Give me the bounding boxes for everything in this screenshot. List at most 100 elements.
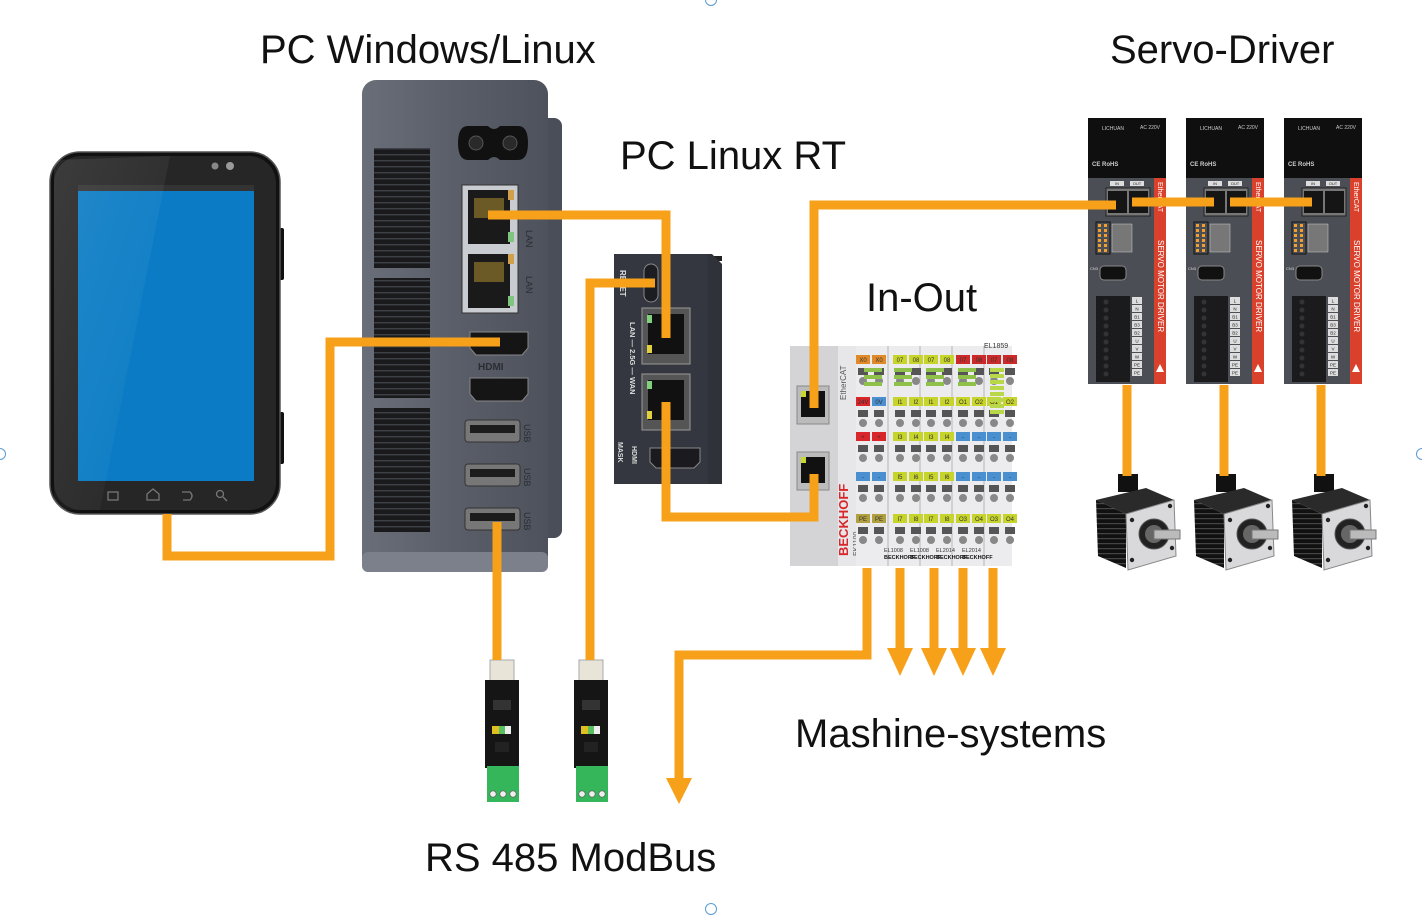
svg-text:07: 07 bbox=[960, 358, 967, 364]
svg-text:I7: I7 bbox=[897, 517, 903, 523]
servo-terminal-label: V bbox=[1331, 347, 1334, 352]
servo-terminal-label: PE bbox=[1134, 363, 1140, 368]
servo-terminal-label: U bbox=[1331, 339, 1334, 344]
svg-text:I5: I5 bbox=[928, 475, 934, 481]
servo-terminal-label: V bbox=[1135, 347, 1138, 352]
svg-text:07: 07 bbox=[897, 358, 904, 364]
io-led bbox=[990, 374, 1004, 378]
servo-terminal-label: L bbox=[1234, 299, 1237, 304]
servo-param-table bbox=[1307, 223, 1329, 253]
arrow-down-icon bbox=[950, 648, 976, 676]
warning-icon bbox=[1156, 364, 1164, 372]
resize-handle-right[interactable] bbox=[1416, 448, 1422, 460]
svg-text:08: 08 bbox=[913, 358, 920, 364]
svg-text:X0: X0 bbox=[859, 358, 867, 364]
servo-terminal-label: B1 bbox=[1330, 315, 1336, 320]
io-terminal-label: O3 bbox=[987, 514, 1001, 544]
servo-param-table bbox=[1209, 223, 1231, 253]
io-terminal-label: - bbox=[972, 432, 986, 462]
servo-terminal-block bbox=[1096, 296, 1130, 382]
io-module-brand: BECKHOFF bbox=[962, 555, 993, 561]
tablet-device bbox=[49, 151, 284, 515]
svg-text:O4: O4 bbox=[975, 517, 984, 523]
svg-text:-: - bbox=[962, 475, 964, 481]
io-terminal-label: + bbox=[856, 432, 870, 462]
io-led bbox=[990, 404, 1004, 408]
svg-text:-: - bbox=[862, 475, 864, 481]
io-terminal-label: I8 bbox=[909, 514, 923, 544]
resize-handle-bottom[interactable] bbox=[705, 903, 717, 915]
svg-text:PE: PE bbox=[875, 517, 883, 523]
svg-text:+: + bbox=[877, 435, 881, 441]
io-led bbox=[958, 368, 976, 372]
servo-terminal-label: B3 bbox=[1330, 323, 1336, 328]
usb-label: USB bbox=[522, 424, 532, 443]
svg-text:I1: I1 bbox=[928, 400, 934, 406]
label-pc-linux-rt: PC Linux RT bbox=[620, 134, 847, 178]
servo-side-label: SERVO MOTOR DRIVER bbox=[1156, 240, 1165, 332]
servo-cn3-port bbox=[1099, 265, 1127, 281]
io-module-label: EL1008 bbox=[884, 548, 903, 554]
svg-text:I4: I4 bbox=[913, 435, 919, 441]
arrow-down-icon bbox=[666, 778, 692, 804]
cable-pc-lan-to-rt-lan bbox=[488, 210, 671, 338]
io-terminal-label: 0V bbox=[872, 397, 886, 427]
servo-terminal-block bbox=[1292, 296, 1326, 382]
servo-terminal-label: L bbox=[1332, 299, 1335, 304]
usb-port-3 bbox=[464, 507, 521, 531]
io-terminal-label: - bbox=[1003, 472, 1017, 502]
label-pc-windows-linux: PC Windows/Linux bbox=[260, 28, 596, 72]
svg-text:O4: O4 bbox=[1006, 517, 1015, 523]
pcb-board bbox=[574, 680, 608, 768]
arrow-down-icon bbox=[887, 648, 913, 676]
motor-shaft bbox=[1349, 529, 1377, 540]
io-led bbox=[894, 368, 912, 372]
io-terminal-label: 08 bbox=[909, 355, 923, 385]
servo-voltage: AC 220V bbox=[1336, 125, 1357, 131]
lan-port-2 bbox=[468, 254, 514, 308]
usb-port-1 bbox=[464, 419, 521, 443]
servo-red-stripe bbox=[1154, 178, 1166, 384]
io-terminal-label: + bbox=[872, 432, 886, 462]
svg-text:PE: PE bbox=[859, 517, 867, 523]
servo-terminal-label: PE bbox=[1330, 371, 1336, 376]
hdmi-port-2 bbox=[469, 377, 529, 402]
mask-label: MASK bbox=[616, 442, 623, 463]
io-terminal-label: O2 bbox=[972, 397, 986, 427]
cable-rt-usbc-to-rs485-2 bbox=[585, 278, 655, 660]
back-button-icon bbox=[182, 491, 193, 501]
io-terminal-label: I3 bbox=[924, 432, 938, 462]
servo-terminal-label: B3 bbox=[1232, 323, 1238, 328]
lan-label: LAN bbox=[524, 276, 534, 294]
servo-cert: CE RoHS bbox=[1288, 162, 1314, 168]
io-terminal-label: I5 bbox=[924, 472, 938, 502]
servo-motor-3 bbox=[1292, 474, 1377, 571]
arrowheads bbox=[666, 648, 1006, 804]
rs485-usb-adapter-1 bbox=[485, 659, 519, 802]
io-led bbox=[894, 375, 912, 379]
servo-out-label: OUT bbox=[1231, 181, 1240, 186]
io-led bbox=[864, 368, 882, 372]
servo-motor-1 bbox=[1096, 474, 1181, 571]
rs485-usb-adapter-2 bbox=[574, 659, 608, 802]
svg-text:-: - bbox=[878, 475, 880, 481]
io-terminal-label: I1 bbox=[893, 397, 907, 427]
io-terminal-label: - bbox=[956, 432, 970, 462]
servo-terminal-label: B2 bbox=[1232, 331, 1238, 336]
io-terminal-label: I4 bbox=[940, 432, 954, 462]
io-terminal-label: - bbox=[1003, 432, 1017, 462]
label-machine-systems: Mashine-systems bbox=[795, 712, 1107, 756]
svg-text:I5: I5 bbox=[897, 475, 903, 481]
io-led bbox=[990, 380, 1004, 384]
servo-terminal-label: W bbox=[1135, 355, 1140, 360]
io-top-tag: EL1859 bbox=[984, 343, 1008, 350]
io-terminal-label: - bbox=[856, 472, 870, 502]
cable-tablet-to-pc-hdmi bbox=[162, 337, 500, 561]
svg-text:I2: I2 bbox=[944, 400, 950, 406]
svg-text:I6: I6 bbox=[913, 475, 919, 481]
io-module-brand: BECKHOFF bbox=[884, 555, 915, 561]
svg-text:-: - bbox=[993, 435, 995, 441]
svg-text:I4: I4 bbox=[944, 435, 950, 441]
cables bbox=[162, 197, 1326, 780]
io-led bbox=[926, 368, 944, 372]
